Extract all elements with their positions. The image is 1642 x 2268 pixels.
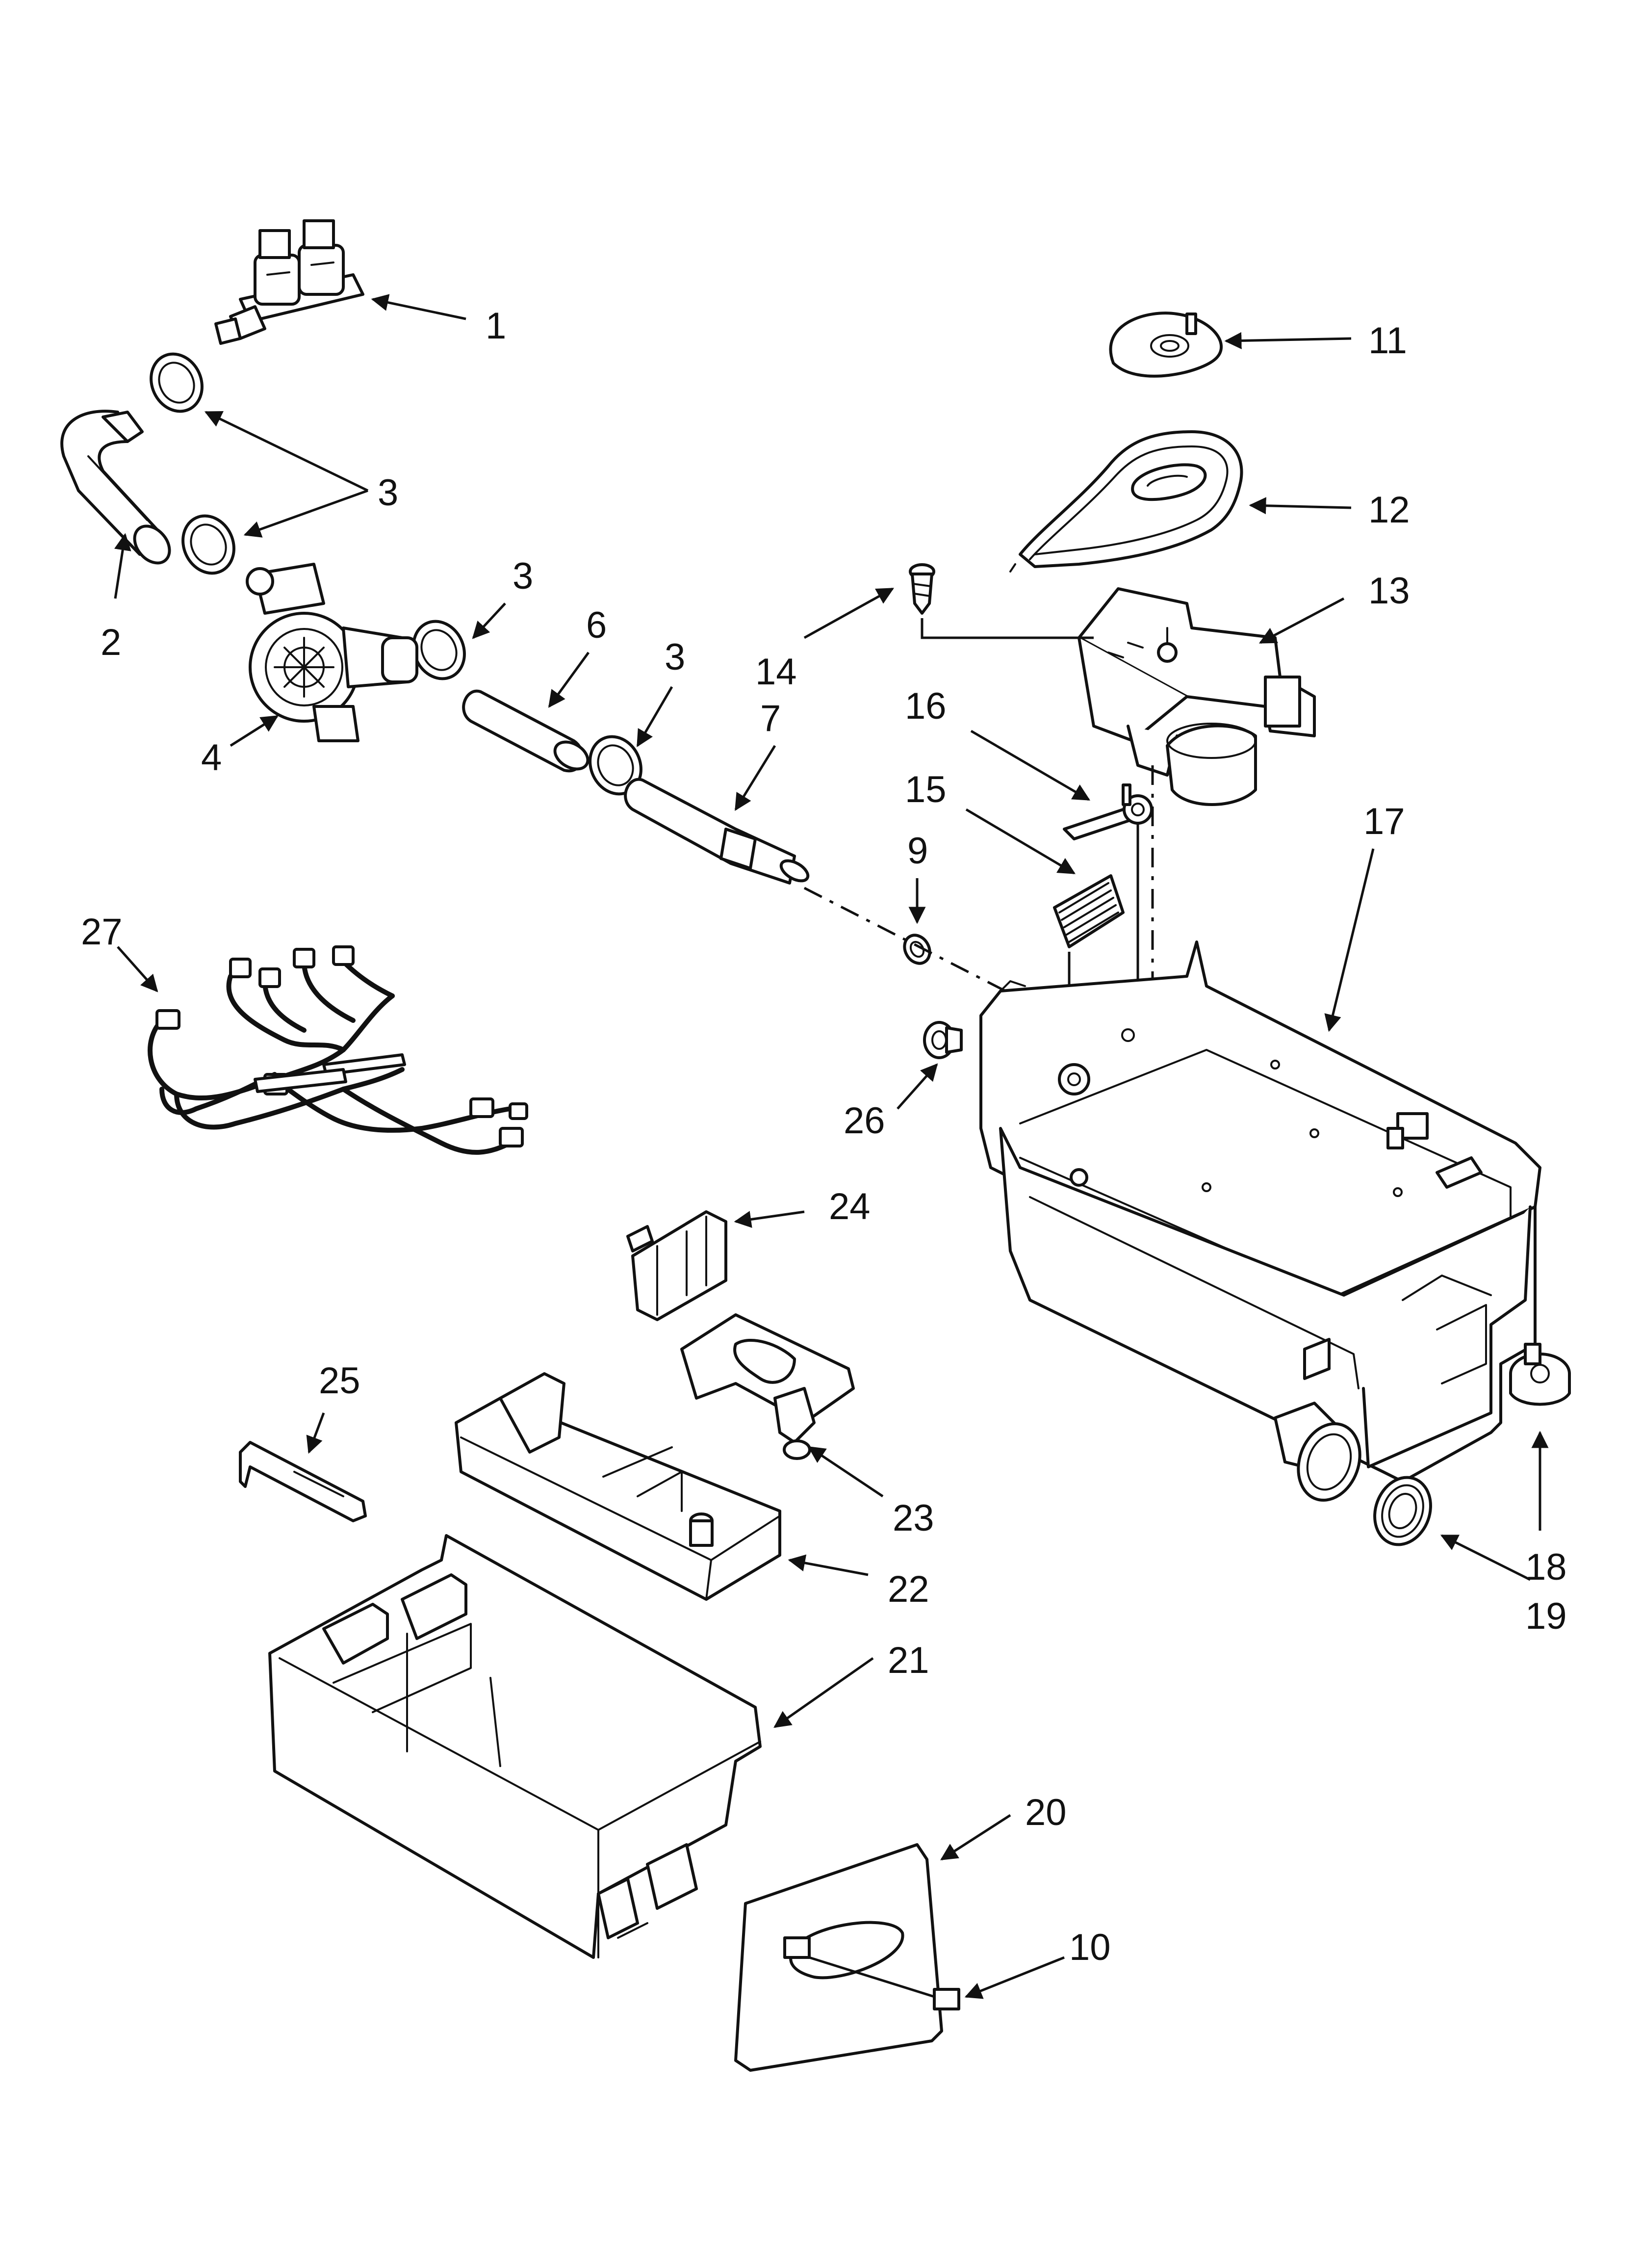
callout-22: 22 <box>888 1568 929 1610</box>
part-10-label <box>809 1956 960 2010</box>
callout-6: 6 <box>586 604 607 646</box>
callout-10: 10 <box>1069 1927 1111 1968</box>
part-21-dispenser-drawer <box>268 1534 762 1959</box>
part-20-drawer-front <box>734 1843 943 2072</box>
part-26-plug <box>923 1021 963 1059</box>
callout-19: 19 <box>1525 1595 1567 1637</box>
assembly-line-tube <box>803 886 1006 992</box>
part-27-wire-harness <box>148 945 528 1155</box>
callout-14: 14 <box>755 651 797 693</box>
part-11-siphon-cap <box>1109 312 1223 378</box>
leader-lines <box>114 294 1549 1999</box>
part-25-drawer-insert <box>239 1441 367 1522</box>
callout-23: 23 <box>893 1497 934 1539</box>
part-24-clip <box>626 1210 727 1321</box>
part-15-spring <box>1053 874 1125 948</box>
part-9-o-ring <box>903 934 931 965</box>
part-12-gasket <box>1009 430 1243 573</box>
part-3-hose-clamps <box>150 352 642 796</box>
part-23-siphon <box>680 1313 855 1460</box>
callout-25: 25 <box>319 1360 360 1402</box>
callout-7: 7 <box>760 698 781 739</box>
callout-26: 26 <box>844 1100 885 1142</box>
callout-1: 1 <box>486 305 506 347</box>
part-18-pressure-switch <box>1509 1343 1571 1406</box>
part-19-bellows <box>1274 1402 1432 1546</box>
callout-3-a: 3 <box>378 472 398 514</box>
part-17-dispenser-housing <box>979 940 1541 1483</box>
part-4-pump <box>246 563 418 742</box>
callout-labels: 1 3 2 3 6 3 7 4 9 11 12 13 14 16 15 17 2… <box>81 305 1567 1968</box>
callout-13: 13 <box>1368 570 1410 612</box>
part-7-inlet-tube <box>624 778 810 885</box>
callout-9: 9 <box>907 830 928 872</box>
callout-18: 18 <box>1525 1546 1567 1588</box>
callout-21: 21 <box>888 1640 929 1681</box>
part-22-drawer-insert-tray <box>455 1372 781 1601</box>
part-1-water-valve <box>214 219 364 345</box>
part-6-hose <box>462 689 590 773</box>
callout-20: 20 <box>1025 1792 1067 1833</box>
callout-3-b: 3 <box>513 555 533 597</box>
callout-16: 16 <box>905 685 947 727</box>
callout-4: 4 <box>201 737 222 779</box>
part-2-elbow-hose <box>60 410 171 565</box>
callout-24: 24 <box>829 1186 871 1227</box>
callout-27: 27 <box>81 911 123 953</box>
part-13-siphon-bracket <box>1078 587 1316 806</box>
callout-17: 17 <box>1363 801 1405 842</box>
part-14-screw <box>909 563 1094 639</box>
callout-11: 11 <box>1368 320 1407 362</box>
callout-15: 15 <box>905 769 947 810</box>
callout-12: 12 <box>1368 489 1410 531</box>
callout-2: 2 <box>101 622 121 663</box>
callout-3-c: 3 <box>665 636 685 678</box>
